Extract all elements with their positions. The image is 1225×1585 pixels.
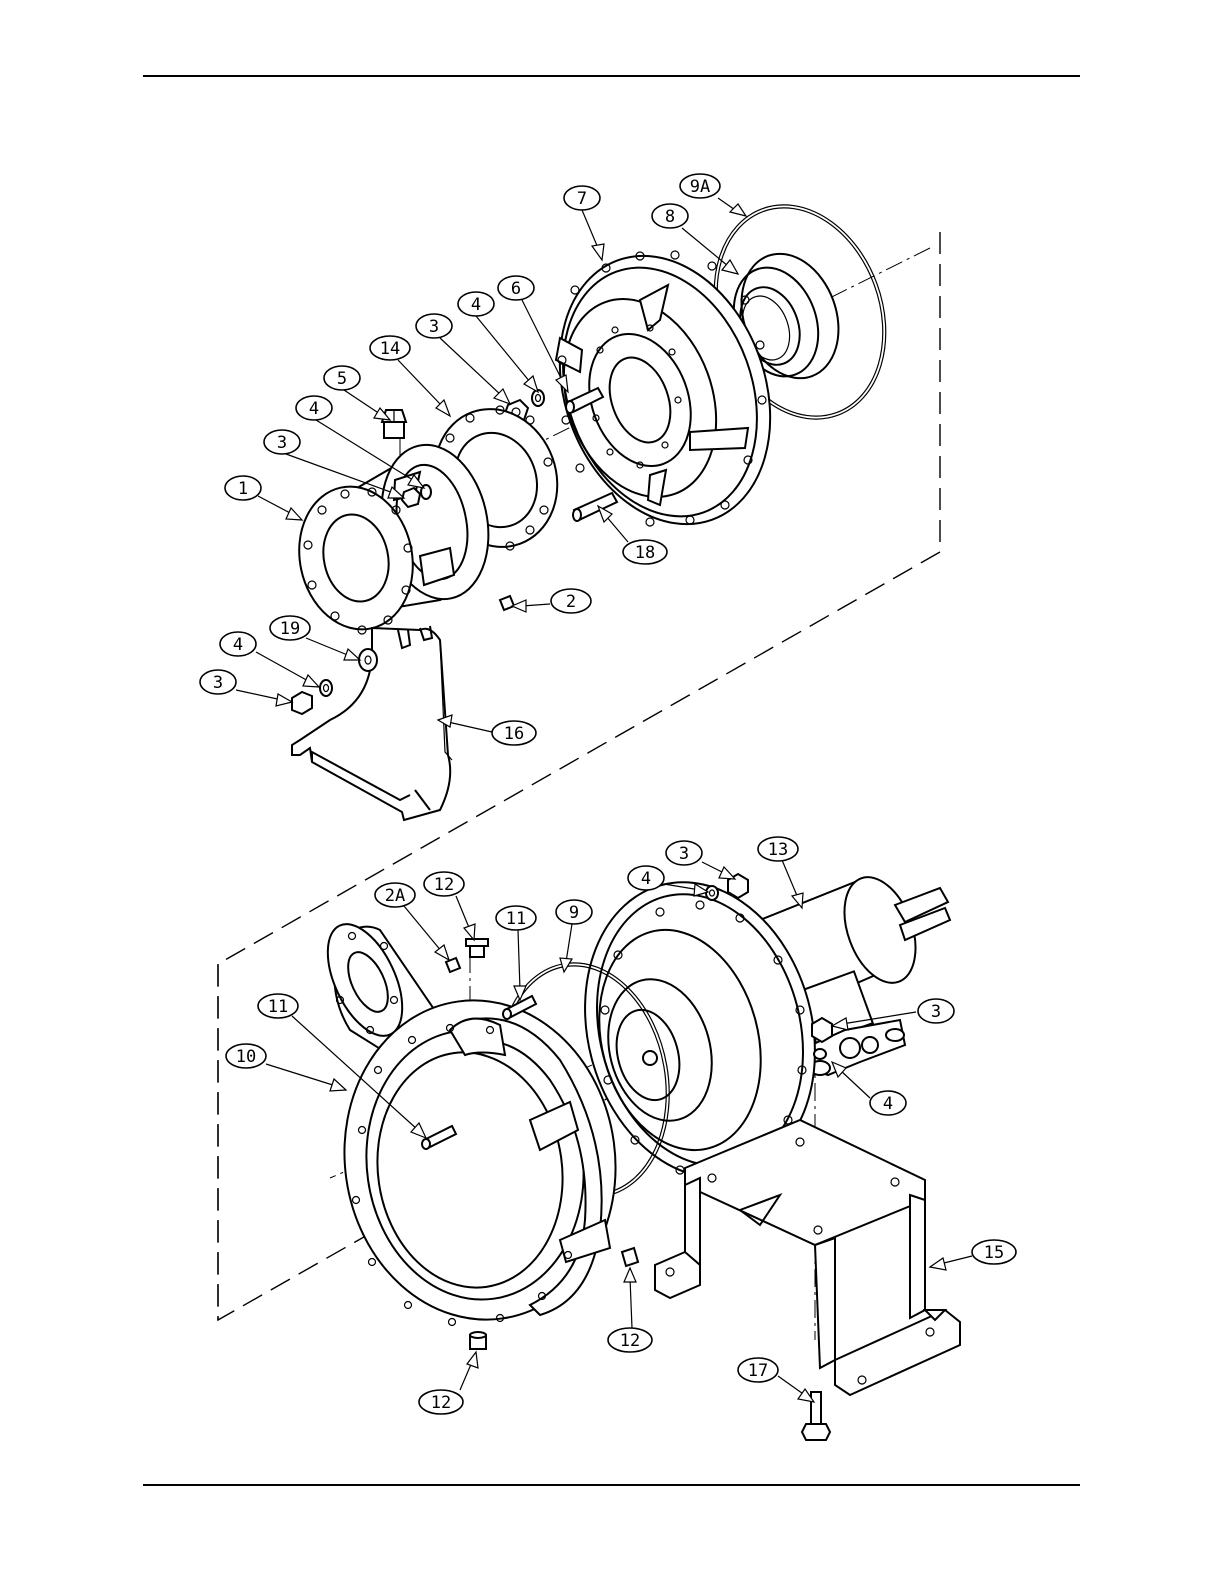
callout-label: 4 <box>641 869 651 889</box>
callout-label: 3 <box>931 1002 941 1022</box>
callout-16: 16 <box>438 715 536 745</box>
callout-label: 3 <box>213 673 223 693</box>
callout-3-upper: 3 <box>416 314 510 404</box>
callout-label: 14 <box>380 339 400 359</box>
callout-17: 17 <box>738 1358 814 1402</box>
drain-plug-12-bottom <box>470 1332 486 1349</box>
callout-label: 16 <box>504 724 524 744</box>
callout-label: 3 <box>277 433 287 453</box>
callout-label: 15 <box>984 1243 1004 1263</box>
stud-18 <box>573 493 617 521</box>
callout-12-bottom: 12 <box>419 1352 478 1414</box>
callout-label: 19 <box>280 619 300 639</box>
callout-12-side: 12 <box>608 1268 652 1352</box>
callout-label: 17 <box>748 1361 768 1381</box>
callout-label: 5 <box>337 369 347 389</box>
callout-label: 10 <box>236 1047 256 1067</box>
callout-12-top: 12 <box>424 872 475 940</box>
callout-label: 8 <box>665 207 675 227</box>
callout-label: 4 <box>883 1094 893 1114</box>
lock-washer-4-bracket <box>320 680 332 696</box>
callout-5: 5 <box>324 366 390 420</box>
callout-label: 1 <box>238 479 248 499</box>
pipe-plug-2 <box>500 596 514 610</box>
callout-label: 13 <box>768 840 788 860</box>
callout-label: 11 <box>506 909 526 929</box>
motor-base-15 <box>655 1120 960 1395</box>
callout-label: 18 <box>635 543 655 563</box>
callout-14: 14 <box>370 336 450 416</box>
drain-plug-12-side <box>622 1248 638 1266</box>
callout-3-motor-top: 3 <box>666 841 735 879</box>
hex-nut-3-flange <box>402 488 420 507</box>
callout-label: 9 <box>569 903 579 923</box>
callout-9: 9 <box>556 900 592 972</box>
drain-plug-12-top <box>466 939 488 957</box>
callout-label: 7 <box>577 189 587 209</box>
callout-10: 10 <box>226 1044 346 1091</box>
callout-label: 12 <box>431 1393 451 1413</box>
callout-15: 15 <box>930 1240 1016 1270</box>
callout-3-bracket: 3 <box>200 670 292 706</box>
callout-label: 4 <box>233 635 243 655</box>
callout-4-motor-foot: 4 <box>832 1062 906 1115</box>
lock-washer-4-motor-foot <box>814 1049 826 1059</box>
callout-6: 6 <box>498 276 568 392</box>
lock-washer-4-motor-top <box>706 886 718 900</box>
callout-label: 4 <box>471 295 481 315</box>
callout-label: 4 <box>309 399 319 419</box>
flat-washer-19 <box>359 649 377 671</box>
callout-label: 12 <box>434 875 454 895</box>
hex-nut-3-motor-foot <box>812 1018 832 1042</box>
callout-1: 1 <box>225 476 302 520</box>
callout-9A: 9A <box>680 174 746 216</box>
callout-label: 11 <box>268 997 288 1017</box>
callout-label: 3 <box>679 844 689 864</box>
callout-label: 9A <box>690 177 710 197</box>
callout-label: 2 <box>566 592 576 612</box>
callout-label: 3 <box>429 317 439 337</box>
callout-label: 12 <box>620 1331 640 1351</box>
callout-7: 7 <box>564 186 604 260</box>
callout-13: 13 <box>758 837 803 908</box>
hex-nut-3-bracket <box>292 692 312 714</box>
callout-2: 2 <box>512 589 591 613</box>
callout-label: 2A <box>385 886 405 906</box>
callout-label: 6 <box>511 279 521 299</box>
